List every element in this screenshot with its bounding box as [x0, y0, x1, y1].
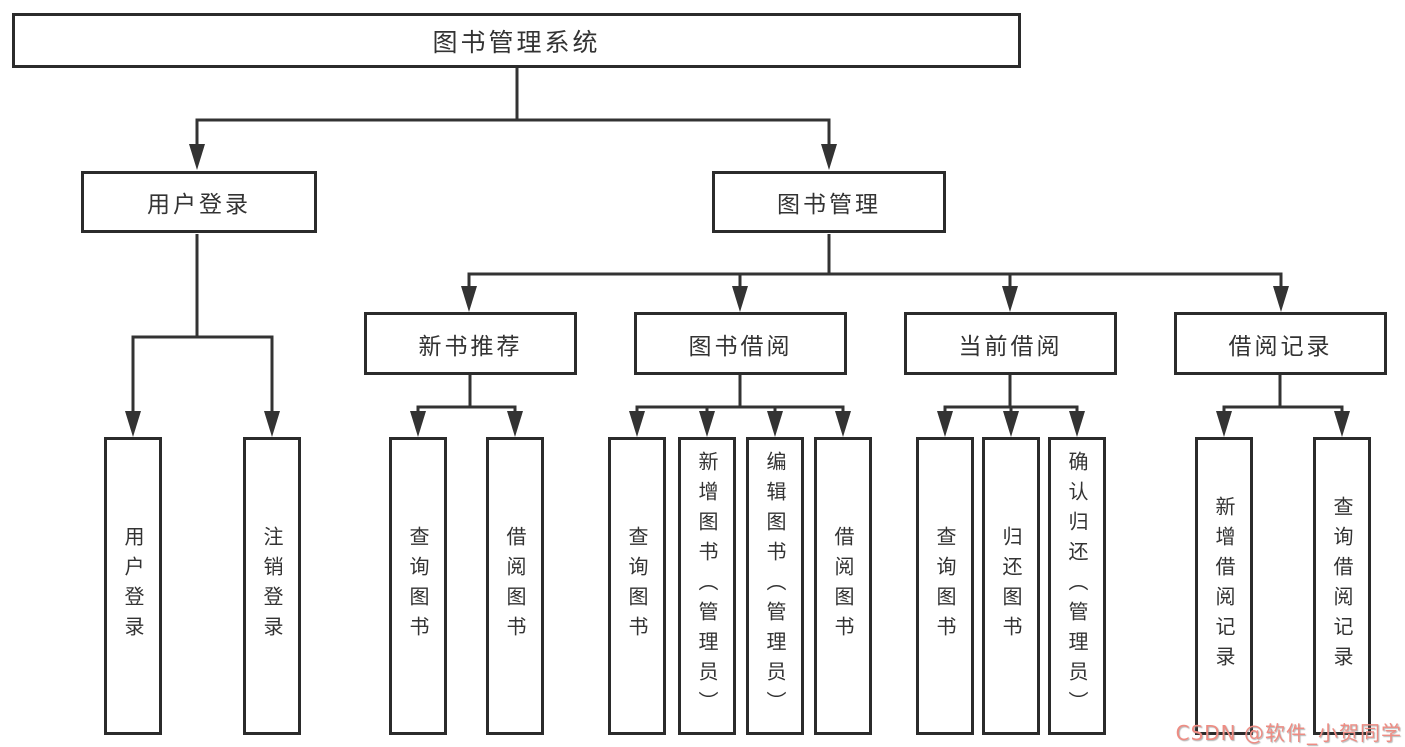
node-label: 图书借阅 [688, 333, 793, 360]
node-label: 确认归还（管理员） [1065, 451, 1089, 721]
leaf-borrow-books-2: 借阅图书 [814, 437, 872, 735]
node-user-login: 用户登录 [81, 171, 317, 233]
connector-paths [131, 68, 1344, 414]
arrowheads [125, 144, 1350, 437]
node-label: 当前借阅 [958, 333, 1063, 360]
node-label: 新增借阅记录 [1212, 496, 1236, 676]
node-label: 用户登录 [121, 526, 145, 646]
node-label: 注销登录 [260, 526, 284, 646]
node-label: 编辑图书（管理员） [763, 451, 787, 721]
node-current-borrowing: 当前借阅 [904, 312, 1117, 375]
node-book-borrowing: 图书借阅 [634, 312, 847, 375]
node-label: 借阅图书 [503, 526, 527, 646]
node-label: 查询图书 [933, 526, 957, 646]
leaf-edit-books-admin: 编辑图书（管理员） [746, 437, 804, 735]
node-label: 借阅图书 [831, 526, 855, 646]
node-label: 用户登录 [147, 192, 251, 218]
node-book-management: 图书管理 [712, 171, 946, 233]
leaf-query-books-1: 查询图书 [389, 437, 447, 735]
node-label: 借阅记录 [1228, 333, 1333, 360]
leaf-return-books: 归还图书 [982, 437, 1040, 735]
node-label: 新书推荐 [418, 333, 523, 360]
leaf-confirm-return-admin: 确认归还（管理员） [1048, 437, 1106, 735]
node-new-book-recommend: 新书推荐 [364, 312, 577, 375]
node-label: 查询图书 [406, 526, 430, 646]
leaf-query-books-3: 查询图书 [916, 437, 974, 735]
leaf-logout: 注销登录 [243, 437, 301, 735]
node-label: 查询图书 [625, 526, 649, 646]
node-label: 新增图书（管理员） [695, 451, 719, 721]
node-label: 图书管理系统 [432, 27, 601, 57]
node-borrowing-records: 借阅记录 [1174, 312, 1387, 375]
leaf-add-borrow-record: 新增借阅记录 [1195, 437, 1253, 735]
leaf-borrow-books-1: 借阅图书 [486, 437, 544, 735]
node-label: 查询借阅记录 [1330, 496, 1354, 676]
node-label: 归还图书 [999, 526, 1023, 646]
leaf-query-borrow-record: 查询借阅记录 [1313, 437, 1371, 735]
csdn-watermark: CSDN @软件_小贺同学 [1175, 721, 1402, 745]
leaf-add-books-admin: 新增图书（管理员） [678, 437, 736, 735]
leaf-user-login: 用户登录 [104, 437, 162, 735]
node-library-management-system: 图书管理系统 [12, 13, 1021, 68]
leaf-query-books-2: 查询图书 [608, 437, 666, 735]
node-label: 图书管理 [777, 192, 881, 218]
